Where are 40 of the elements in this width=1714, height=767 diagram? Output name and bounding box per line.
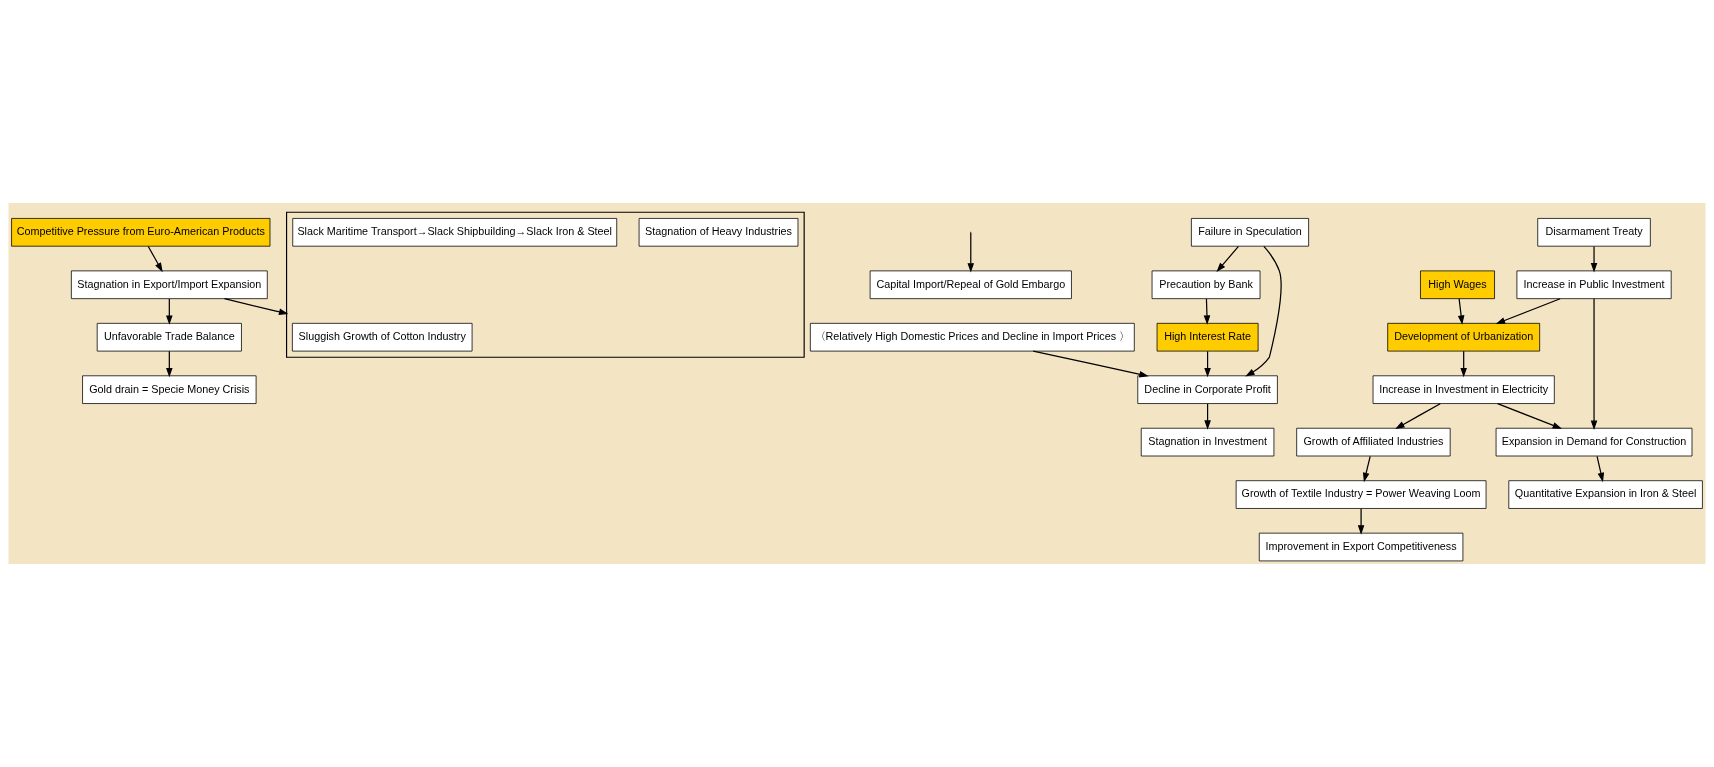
node-box: 〈Relatively High Domestic Prices and Decline in Import Prices 〉 [809,322,1135,352]
node-box: Unfavorable Trade Balance [96,322,242,352]
node-box: Quantitative Expansion in Iron & Steel [1508,480,1703,509]
arrow [147,245,163,273]
node-box: Increase in Public Investment [1516,270,1672,300]
node-box: Increase in Investment in Electricity [1372,375,1555,404]
node-box: Improvement in Export Competitiveness [1258,532,1464,562]
node-box: Precaution by Bank [1151,270,1261,300]
arrow [1216,245,1240,272]
node-box: Stagnation in Export/Import Expansion [70,270,268,300]
arrow [1395,403,1441,430]
node-box: Capital Import/Repeal of Gold Embargo [869,270,1072,300]
node-box: Slack Maritime Transport→Slack Shipbuilding→Slack Iron & Steel [292,218,618,247]
arrow [1596,455,1605,483]
arrow [967,232,975,273]
arrow [223,298,289,315]
node-box: Decline in Corporate Profit [1137,375,1278,404]
node-box: Failure in Speculation [1191,218,1310,247]
arrow [1590,298,1598,430]
node-box: High Wages [1420,270,1495,300]
arrow [1457,298,1465,325]
node-box: Growth of Affiliated Industries [1296,427,1451,457]
arrow [1590,245,1598,273]
node-box: Disarmament Treaty [1537,218,1651,247]
node-box: Stagnation of Heavy Industries [638,218,799,247]
arrow [1496,403,1563,429]
arrow [1357,508,1365,535]
arrow [1495,298,1561,324]
arrow [1245,245,1282,377]
node-box: Expansion in Demand for Construction [1495,427,1693,457]
node-box: High Interest Rate [1156,322,1259,352]
node-box: Development of Urbanization [1387,322,1541,352]
arrow [1362,455,1371,483]
node-box: Stagnation in Investment [1140,427,1275,457]
node-box: Gold drain = Specie Money Crisis [82,375,257,404]
arrow [1032,350,1149,378]
cluster [286,211,805,358]
node-box: Competitive Pressure from Euro-American Products [11,218,271,247]
node-box: Sluggish Growth of Cotton Industry [291,322,473,352]
node-box: Growth of Textile Industry = Power Weaving Loom [1235,480,1487,509]
